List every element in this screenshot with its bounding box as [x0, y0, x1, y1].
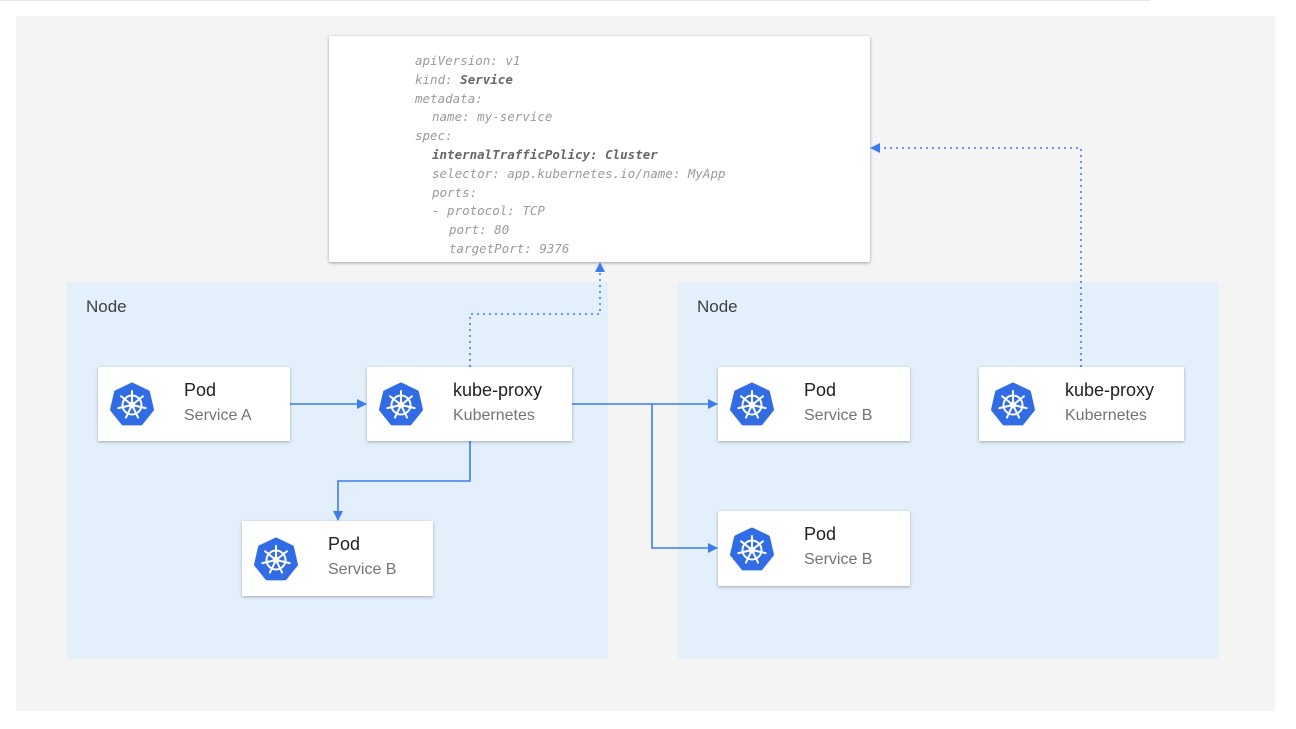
- pod-service-a-card[interactable]: Pod Service A: [98, 367, 290, 441]
- pod-service-b-right-top-card[interactable]: Pod Service B: [718, 367, 910, 441]
- yaml-key: targetPort:: [449, 241, 532, 256]
- card-subtitle: Service A: [184, 407, 252, 424]
- arrow-kubeproxy-to-podB-right-bottom: [651, 404, 718, 553]
- yaml-line: kind: Service: [415, 72, 513, 87]
- yaml-value: app.kubernetes.io/name: MyApp: [499, 165, 726, 181]
- node-label: Node: [697, 297, 738, 316]
- yaml-key: - protocol:: [432, 203, 515, 219]
- yaml-line: metadata:: [415, 91, 483, 106]
- arrow-kubeproxy-to-podB-left: [333, 441, 471, 521]
- kubernetes-helm-icon: [991, 382, 1035, 426]
- yaml-key: name:: [432, 109, 470, 125]
- yaml-key: port:: [449, 222, 487, 238]
- yaml-key: kind:: [415, 71, 453, 87]
- card-title: Pod: [804, 380, 837, 400]
- top-divider: [0, 0, 1150, 1]
- yaml-line: internalTrafficPolicy: Cluster: [432, 147, 658, 162]
- node-label: Node: [86, 297, 127, 316]
- yaml-line: name: my-service: [432, 109, 552, 124]
- yaml-line: port: 80: [449, 222, 509, 237]
- kubernetes-helm-icon: [379, 382, 423, 426]
- yaml-value: Cluster: [597, 147, 658, 162]
- yaml-key: selector:: [432, 165, 500, 181]
- yaml-key: spec:: [415, 128, 453, 144]
- yaml-key: metadata:: [415, 90, 483, 106]
- kubernetes-helm-icon: [730, 527, 774, 571]
- yaml-key: internalTrafficPolicy:: [432, 147, 598, 162]
- yaml-value: TCP: [514, 203, 545, 219]
- yaml-line: apiVersion: v1: [415, 53, 520, 68]
- card-subtitle: Kubernetes: [1065, 407, 1147, 424]
- yaml-value: 80: [486, 222, 510, 238]
- card-subtitle: Service B: [328, 561, 397, 578]
- kubernetes-helm-icon: [730, 382, 774, 426]
- yaml-line: spec:: [415, 128, 453, 143]
- card-subtitle: Kubernetes: [453, 407, 535, 424]
- yaml-value: my-service: [469, 109, 553, 125]
- card-title: Pod: [804, 524, 837, 544]
- service-yaml-box: apiVersion: v1 kind: Service metadata: name…: [329, 36, 870, 262]
- yaml-line: ports:: [432, 185, 477, 200]
- yaml-line: - protocol: TCP: [432, 203, 545, 218]
- kubernetes-helm-icon: [254, 537, 298, 581]
- pod-service-b-left-card[interactable]: Pod Service B: [242, 521, 433, 596]
- yaml-value: Service: [452, 71, 513, 87]
- yaml-key: ports:: [432, 184, 478, 200]
- yaml-value: 9376: [531, 241, 570, 256]
- yaml-line: selector: app.kubernetes.io/name: MyApp: [432, 166, 726, 181]
- pod-service-b-right-bottom-card[interactable]: Pod Service B: [718, 511, 910, 586]
- card-title: Pod: [184, 380, 217, 400]
- kubernetes-helm-icon: [110, 382, 154, 426]
- dotted-arrow-kubeproxy-left-to-service: [469, 262, 605, 367]
- yaml-value: v1: [497, 53, 521, 68]
- card-subtitle: Service B: [804, 407, 873, 424]
- card-title: kube-proxy: [453, 380, 543, 400]
- card-subtitle: Service B: [804, 551, 873, 568]
- node-right: Node: [678, 282, 1218, 659]
- yaml-key: apiVersion:: [415, 53, 498, 68]
- yaml-line: targetPort: 9376: [449, 241, 569, 256]
- card-title: kube-proxy: [1065, 380, 1155, 400]
- node-left: Node: [67, 282, 608, 659]
- kube-proxy-right-card[interactable]: kube-proxy Kubernetes: [979, 367, 1184, 441]
- kube-proxy-left-card[interactable]: kube-proxy Kubernetes: [367, 367, 572, 441]
- card-title: Pod: [328, 534, 361, 554]
- dotted-arrow-kubeproxy-right-to-service: [870, 143, 1082, 367]
